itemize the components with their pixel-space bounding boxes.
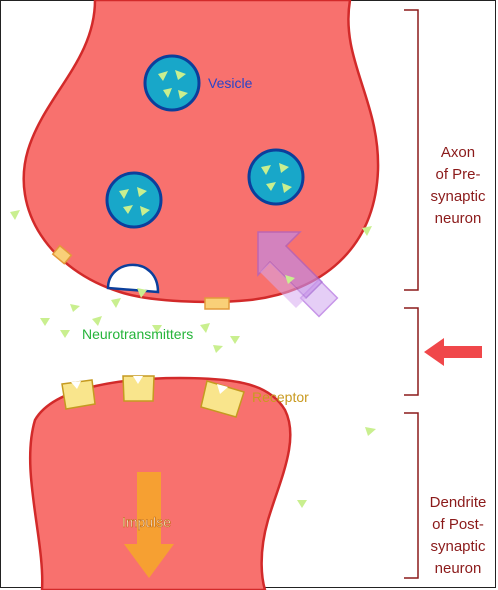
dendrite-line-2: of Post-	[432, 516, 484, 533]
bracket-axon	[404, 9, 419, 291]
dendrite-line-1: Dendrite	[429, 494, 487, 511]
membrane-channel-left	[51, 244, 73, 265]
dendrite-line-3: synaptic	[430, 538, 486, 555]
impulse-label: Impulse	[122, 514, 172, 531]
left-arrow-icon	[424, 338, 482, 366]
bracket-dendrite	[404, 412, 419, 579]
receptor-1	[61, 379, 96, 410]
vesicle-1	[143, 54, 201, 112]
presynaptic-axon-terminal	[22, 0, 380, 304]
fusing-vesicle-pocket	[106, 263, 160, 294]
bracket-cleft	[404, 307, 419, 396]
brackets	[404, 9, 419, 579]
axon-line-1: Axon	[440, 144, 476, 161]
membrane-channel-bottom	[204, 297, 230, 310]
axon-line-3: synaptic	[430, 188, 486, 205]
vesicle-2	[247, 148, 305, 206]
receptor-2	[122, 375, 155, 402]
dendrite-line-4: neuron	[434, 560, 482, 577]
down-arrow-icon	[124, 472, 174, 578]
axon-line-4: neuron	[434, 210, 482, 227]
neurotransmitters-label: Neurotransmitters	[82, 326, 194, 342]
up-left-arrow-icon	[257, 231, 339, 318]
axon-bracket-label: Axon of Pre- synaptic neuron	[420, 142, 496, 230]
vesicle-3	[105, 171, 163, 229]
vesicle-label: Vesicle	[208, 75, 253, 91]
receptor-label: Receptor	[252, 389, 309, 405]
receptor-3	[200, 380, 245, 418]
free-neurotransmitters	[10, 210, 376, 508]
dendrite-bracket-label: Dendrite of Post- synaptic neuron	[420, 492, 496, 580]
axon-line-2: of Pre-	[435, 166, 481, 183]
